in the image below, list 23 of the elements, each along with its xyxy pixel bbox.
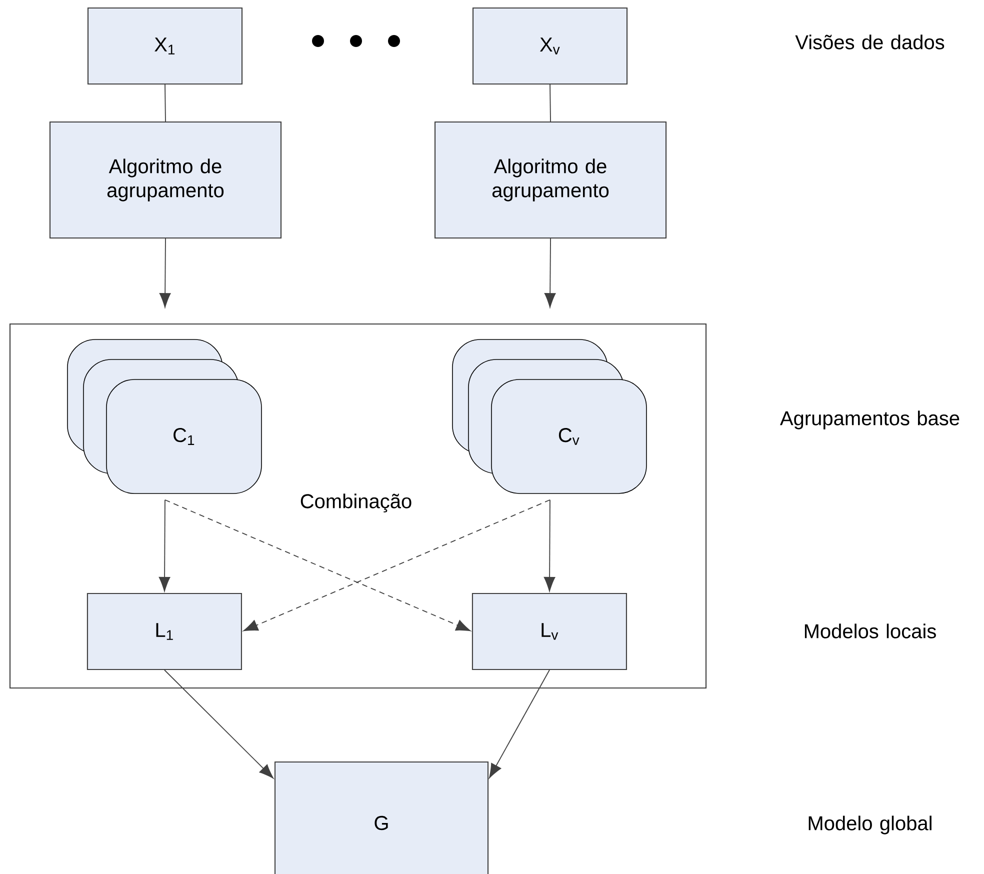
caption-text: Modelo global — [808, 816, 932, 834]
arrow — [159, 238, 171, 308]
arrow — [544, 499, 556, 592]
caption-text: Modelos locais — [804, 624, 936, 638]
process-box: X$_{v}$ — [472, 7, 628, 85]
cluster-stack: C$_{1}$ — [67, 339, 262, 494]
arrow — [243, 499, 550, 632]
caption-text: Visões de dados — [795, 34, 944, 50]
arrow — [489, 670, 550, 778]
cluster-stack: C$_{v}$ — [452, 339, 647, 494]
caption-text: Combinação — [300, 494, 412, 512]
arrow — [164, 499, 471, 632]
process-box: G — [274, 761, 489, 874]
process-box: Algoritmo de agrupamento — [49, 121, 282, 239]
arrow — [158, 499, 170, 592]
arrow — [544, 238, 556, 308]
process-box: Algoritmo de agrupamento — [434, 121, 667, 239]
group-frame — [9, 323, 707, 689]
process-box: L$_{v}$ — [472, 592, 628, 670]
process-box: X$_{1}$ — [87, 7, 243, 85]
arrow — [164, 670, 274, 779]
process-box: L$_{1}$ — [86, 592, 242, 670]
caption-text: Agrupamentos base — [780, 410, 960, 430]
